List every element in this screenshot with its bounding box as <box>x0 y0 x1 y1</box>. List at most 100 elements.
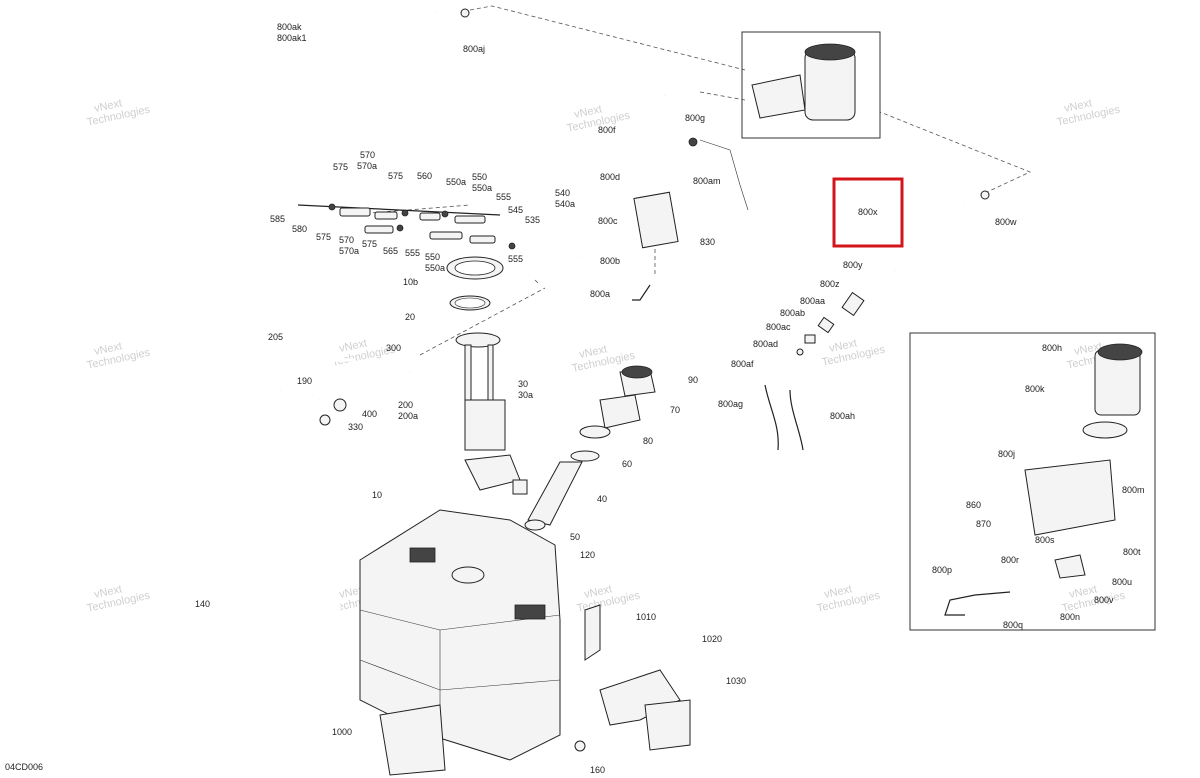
label-330: 330 <box>348 422 363 432</box>
right-hose-chain <box>764 190 990 451</box>
label-550: 550 <box>472 172 487 182</box>
label-800af: 800af <box>731 359 754 369</box>
label-555: 555 <box>508 254 523 264</box>
label-800t: 800t <box>1123 547 1141 557</box>
label-570: 570 <box>360 150 375 160</box>
label-535: 535 <box>525 215 540 225</box>
label-800f: 800f <box>598 125 616 135</box>
label-555: 550a <box>446 177 466 187</box>
label-800p: 800p <box>932 565 952 575</box>
svg-text:vNext: vNext <box>578 343 608 361</box>
label-800c: 800c <box>598 216 618 226</box>
label-70: 70 <box>670 405 680 415</box>
label-140: 140 <box>195 599 210 609</box>
fuel-tank <box>359 509 561 761</box>
label-800y: 800y <box>843 260 863 270</box>
label-800ac: 800ac <box>766 322 791 332</box>
label-560: 560 <box>417 171 432 181</box>
label-800x: 800x <box>858 207 878 217</box>
svg-text:vNext: vNext <box>93 97 123 115</box>
label-1030: 1030 <box>726 676 746 686</box>
left-hose-group <box>269 343 411 426</box>
label-800ak: 800ak <box>277 22 302 32</box>
label-800ak1: 800ak1 <box>277 33 307 43</box>
hose-clamp <box>460 8 470 18</box>
svg-text:vNext: vNext <box>338 337 368 355</box>
lock-ring <box>446 256 504 311</box>
label-800v: 800v <box>1094 595 1114 605</box>
label-300: 300 <box>386 343 401 353</box>
label-800ad: 800ad <box>753 339 778 349</box>
label-800j: 800j <box>998 449 1015 459</box>
label-575: 575 <box>388 171 403 181</box>
label-30: 30 <box>518 379 528 389</box>
label-190: 190 <box>297 376 312 386</box>
label-540: 540 <box>555 188 570 198</box>
label-800k: 800k <box>1025 384 1045 394</box>
label-800b: 800b <box>600 256 620 266</box>
label-570a: 570a <box>357 161 377 171</box>
svg-text:vNext: vNext <box>1063 97 1093 115</box>
label-575: 575 <box>362 239 377 249</box>
svg-text:vNext: vNext <box>583 583 613 601</box>
label-800ab: 800ab <box>780 308 805 318</box>
label-540a: 540a <box>555 199 575 209</box>
label-1000: 1000 <box>332 727 352 737</box>
label-800s: 800s <box>1035 535 1055 545</box>
vent-hose <box>277 8 470 206</box>
label-800w: 800w <box>995 217 1017 227</box>
label-10b: 10b <box>403 277 418 287</box>
label-160: 160 <box>590 765 605 775</box>
label-90: 90 <box>688 375 698 385</box>
label-800z: 800z <box>820 279 840 289</box>
label-1020: 1020 <box>702 634 722 644</box>
label-800a: 800a <box>590 289 610 299</box>
label-60: 60 <box>622 459 632 469</box>
label-800m: 800m <box>1122 485 1145 495</box>
label-800h: 800h <box>1042 343 1062 353</box>
label-570: 570 <box>339 235 354 245</box>
svg-text:vNext: vNext <box>823 583 853 601</box>
tube-575 <box>339 207 371 217</box>
label-570a: 570a <box>339 246 359 256</box>
label-20: 20 <box>405 312 415 322</box>
svg-text:vNext: vNext <box>828 337 858 355</box>
filler-neck <box>524 365 656 531</box>
canister-inset-top <box>741 31 881 139</box>
label-50: 50 <box>570 532 580 542</box>
heat-shields <box>379 604 691 776</box>
label-800u: 800u <box>1112 577 1132 587</box>
label-800aa: 800aa <box>800 296 825 306</box>
label-830: 830 <box>700 237 715 247</box>
label-800aj: 800aj <box>463 44 485 54</box>
label-860: 860 <box>966 500 981 510</box>
label-800q: 800q <box>1003 620 1023 630</box>
canister-lines <box>632 93 749 301</box>
label-575: 575 <box>333 162 348 172</box>
label-800d: 800d <box>600 172 620 182</box>
label-200: 200 <box>398 400 413 410</box>
label-800ah: 800ah <box>830 411 855 421</box>
svg-text:vNext: vNext <box>1068 583 1098 601</box>
label-555: 555 <box>405 248 420 258</box>
callout-labels: 800ak 800ak1 800aj 800g 800f 800am 800d … <box>195 22 1145 775</box>
label-580: 580 <box>292 224 307 234</box>
diagram-code: 04CD006 <box>5 762 43 772</box>
svg-text:vNext: vNext <box>93 340 123 358</box>
label-550a: 550a <box>425 263 445 273</box>
label-575: 575 <box>316 232 331 242</box>
label-200a: 200a <box>398 411 418 421</box>
label-30a: 30a <box>518 390 533 400</box>
label-400: 400 <box>362 409 377 419</box>
label-800n: 800n <box>1060 612 1080 622</box>
label-800ag: 800ag <box>718 399 743 409</box>
label-550: 550 <box>425 252 440 262</box>
